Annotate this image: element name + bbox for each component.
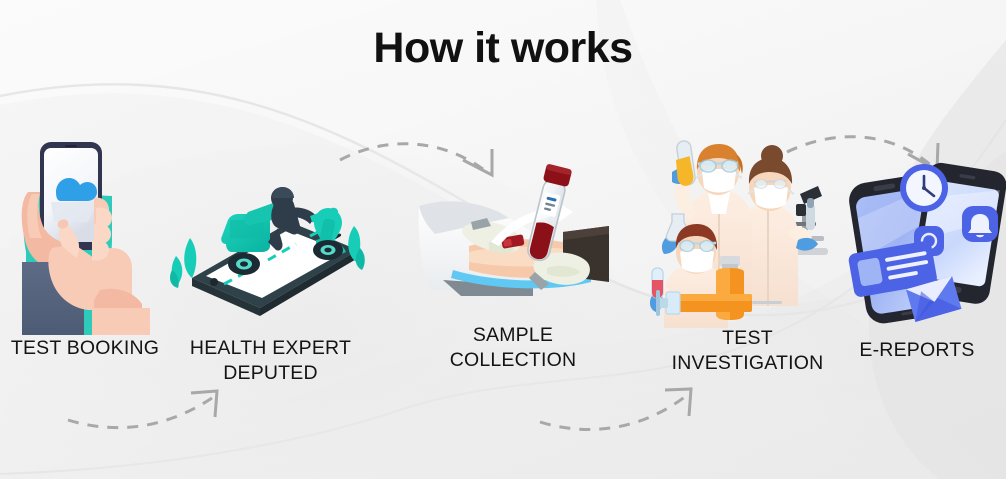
step-sample-collection[interactable]: SAMPLE COLLECTION <box>408 160 618 371</box>
report-card-icon <box>848 241 937 297</box>
leaf-decoration-right <box>348 226 365 270</box>
step-label-e-reports: E-REPORTS <box>859 339 975 361</box>
step-label-test-investigation: TEST INVESTIGATION <box>671 327 824 374</box>
blood-draw-test-tube-icon <box>418 164 609 296</box>
step-label-health-expert-deputed: HEALTH EXPERT DEPUTED <box>189 337 352 384</box>
lab-scientists-icon: VACCINE <box>650 140 828 328</box>
bell-notification-icon <box>962 206 998 242</box>
step-health-expert-deputed[interactable]: HEALTH EXPERT DEPUTED <box>168 178 373 384</box>
page-title: How it works <box>373 24 633 72</box>
scooter-icon <box>221 187 346 275</box>
smartphones-notifications-icon <box>848 162 1006 324</box>
step-test-booking[interactable]: TEST BOOKING <box>0 140 170 359</box>
scientist-man-tall <box>661 140 752 300</box>
envelope-icon <box>905 276 962 322</box>
microscope-icon <box>778 186 828 255</box>
cloud-icon <box>51 178 97 222</box>
clock-icon <box>900 164 948 212</box>
step-label-test-booking: TEST BOOKING <box>10 337 160 359</box>
blood-test-tube-icon <box>527 164 572 262</box>
scientist-woman <box>715 145 818 306</box>
step-label-sample-collection: SAMPLE COLLECTION <box>449 324 577 371</box>
syringe-icon <box>656 290 782 316</box>
step-test-investigation[interactable]: VACCINE TEST INVESTIGATION <box>640 128 855 374</box>
hand-holding-phone-cloud-icon <box>21 142 150 335</box>
scooter-on-phone-map-icon <box>170 187 365 316</box>
leaf-decoration <box>170 238 197 288</box>
step-e-reports[interactable]: E-REPORTS <box>828 152 1006 361</box>
